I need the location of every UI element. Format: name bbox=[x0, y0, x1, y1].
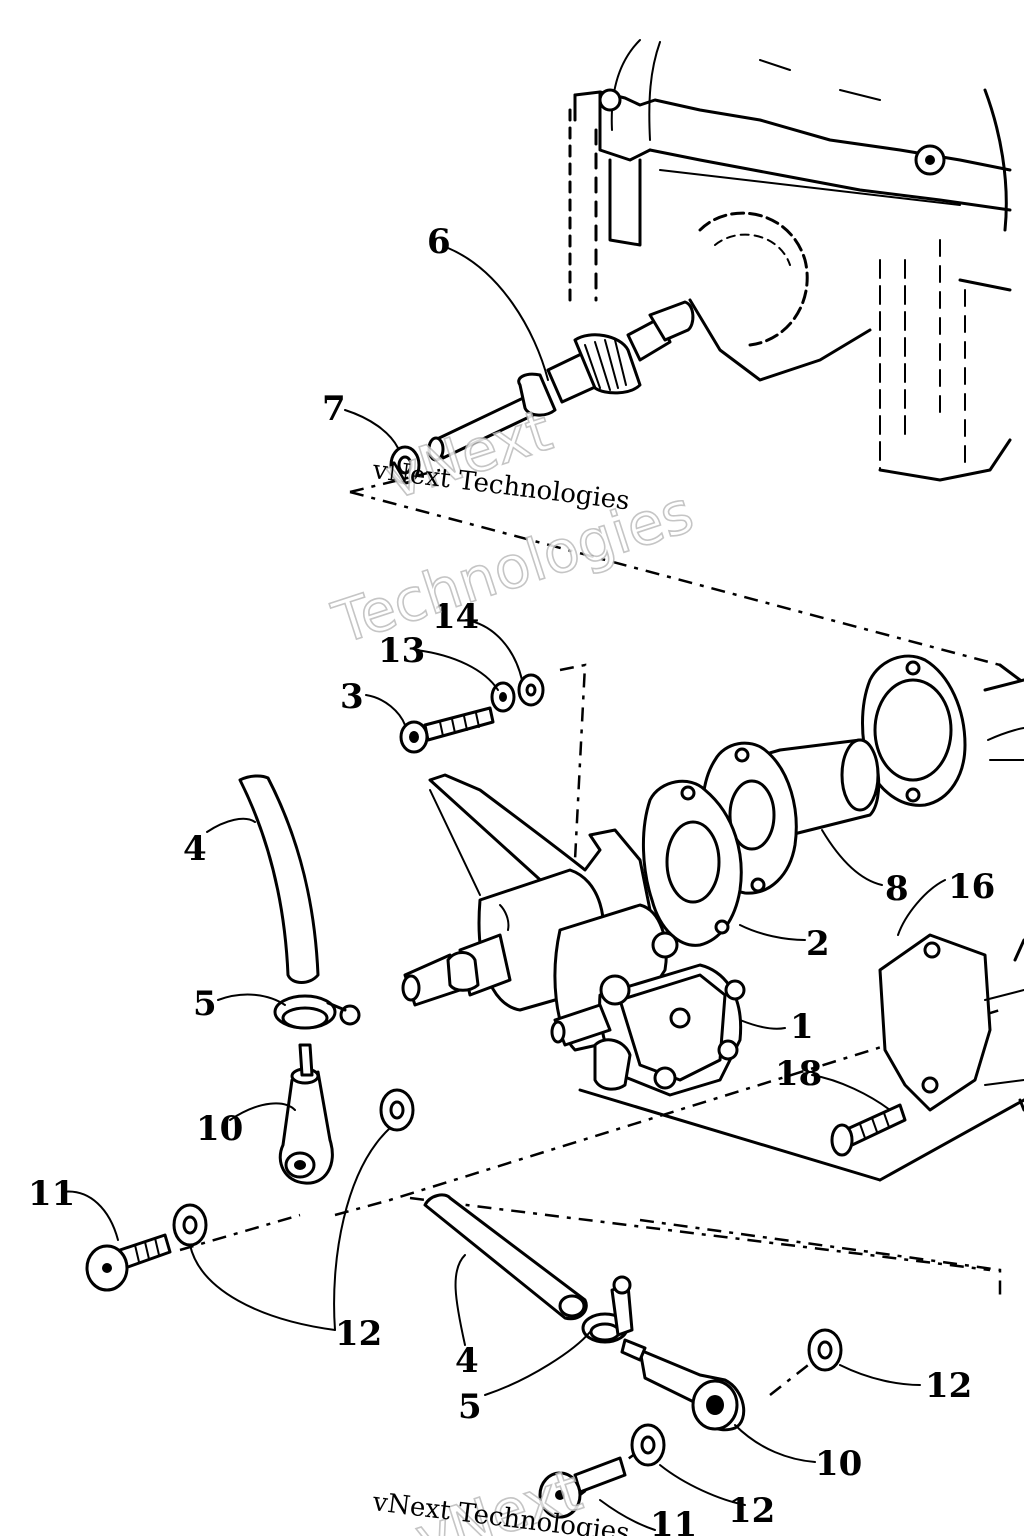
callout-12-right: 12 bbox=[925, 1366, 972, 1406]
callout-labels: 6 7 14 13 3 4 5 10 11 12 4 5 12 10 12 11… bbox=[28, 222, 995, 1536]
callout-5-lower: 5 bbox=[458, 1387, 482, 1427]
callout-7: 7 bbox=[322, 389, 346, 429]
callout-12-bottom: 12 bbox=[728, 1491, 775, 1531]
bolt-11-upper bbox=[85, 1233, 172, 1292]
washer-12-bottom bbox=[630, 1423, 666, 1467]
callout-14: 14 bbox=[432, 597, 479, 637]
callout-10-lower: 10 bbox=[815, 1444, 862, 1484]
hose-lower bbox=[423, 1193, 588, 1321]
callout-12-left: 12 bbox=[335, 1314, 382, 1354]
callout-11-lower: 11 bbox=[650, 1505, 697, 1536]
callout-4-lower: 4 bbox=[455, 1341, 479, 1381]
adapter-8 bbox=[700, 727, 1024, 895]
reference-lines bbox=[179, 468, 1024, 1511]
callout-18: 18 bbox=[775, 1054, 822, 1094]
bolt-11-lower bbox=[538, 1456, 627, 1519]
callout-4-upper: 4 bbox=[183, 829, 207, 869]
clamp-upper bbox=[273, 994, 361, 1030]
hose-upper bbox=[238, 774, 320, 984]
callout-6: 6 bbox=[427, 222, 451, 262]
cover-plate-16 bbox=[878, 933, 1024, 1112]
screw-18 bbox=[830, 1103, 907, 1157]
fitting-lower bbox=[620, 1338, 746, 1432]
washer-14 bbox=[517, 673, 545, 707]
washer-12-lower-left bbox=[172, 1203, 208, 1247]
callout-5-upper: 5 bbox=[193, 984, 217, 1024]
watermark-top-big-word2: Technologies bbox=[325, 477, 701, 657]
callout-10-upper: 10 bbox=[196, 1109, 243, 1149]
engine-block bbox=[568, 39, 1012, 482]
clamp-lower bbox=[581, 1275, 634, 1344]
gasket-large bbox=[861, 654, 967, 807]
fuel-pump bbox=[401, 773, 746, 1097]
callout-3: 3 bbox=[340, 677, 364, 717]
fitting-upper bbox=[278, 1043, 334, 1185]
callout-1: 1 bbox=[790, 1007, 814, 1047]
callout-13: 13 bbox=[378, 631, 425, 671]
washer-12-right bbox=[807, 1328, 843, 1372]
callout-11-upper: 11 bbox=[28, 1174, 75, 1214]
leader-lines bbox=[61, 247, 946, 1531]
callout-2: 2 bbox=[806, 924, 830, 964]
gear-shaft bbox=[427, 300, 695, 462]
gasket-2 bbox=[641, 779, 743, 947]
bolt-3 bbox=[399, 706, 495, 754]
callout-16: 16 bbox=[948, 867, 995, 907]
washer-12-upper bbox=[379, 1088, 415, 1132]
callout-8: 8 bbox=[885, 869, 909, 909]
watermark-top: vNext Technologies vNext Technologies bbox=[324, 395, 702, 658]
washer-7 bbox=[389, 445, 421, 485]
